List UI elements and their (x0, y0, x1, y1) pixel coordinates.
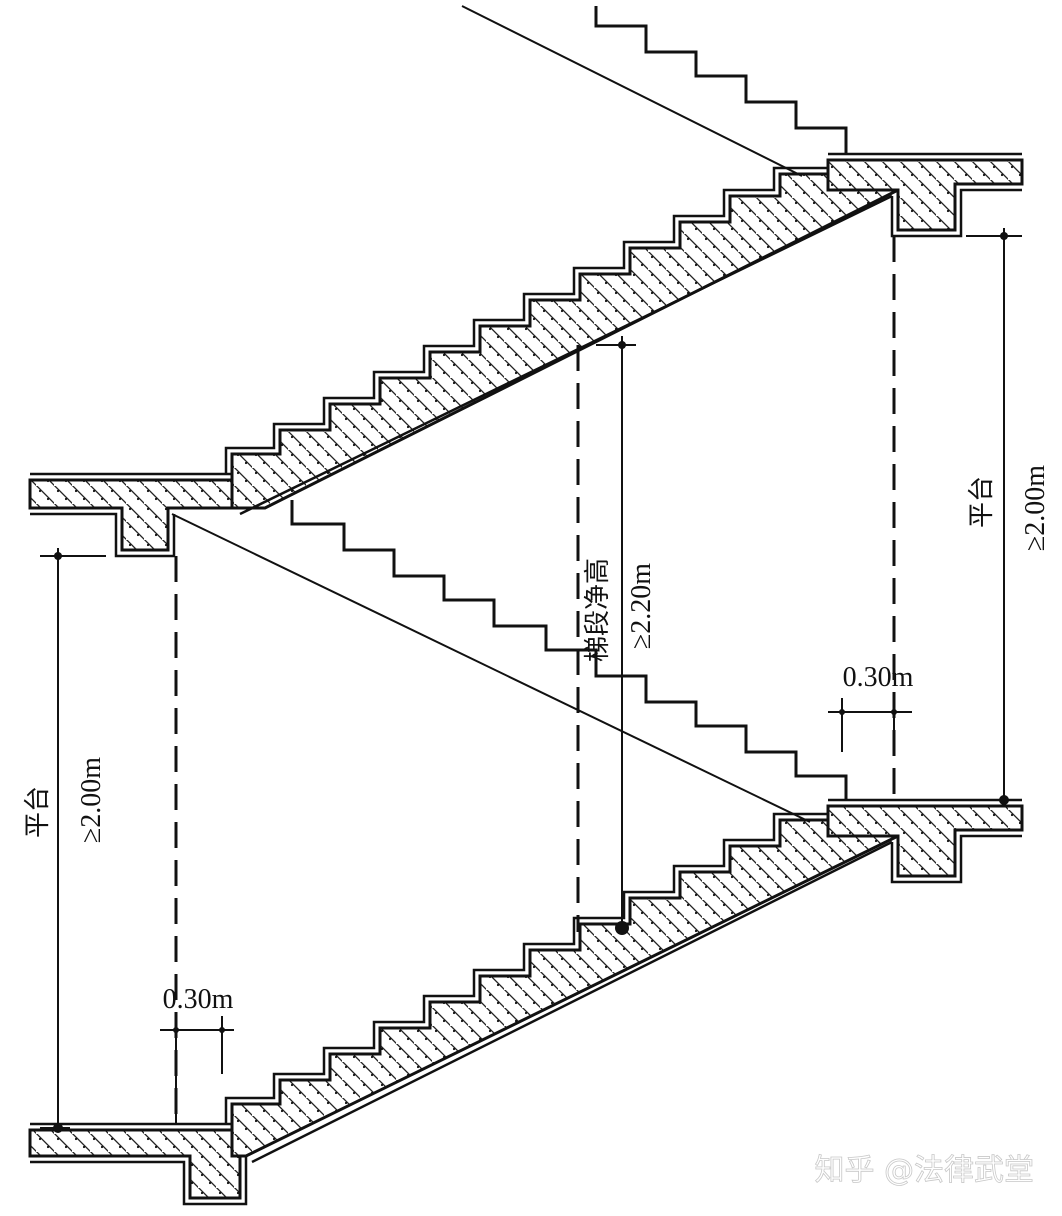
right-landing-value: ≥2.00m (1020, 465, 1051, 551)
stair-clearance-value: ≥2.20m (626, 563, 657, 649)
far-stair-upper-outline (461, 5, 848, 177)
right-landing-label: 平台 (967, 476, 997, 528)
stair-clearance-label: 梯段净高 (583, 558, 613, 662)
left-landing-value: ≥2.00m (76, 757, 107, 843)
bottom-landing-slab (28, 1122, 248, 1206)
left-landing-label: 平台 (23, 786, 53, 838)
far-stair-lower-outline (171, 500, 848, 823)
upper-flight (224, 166, 899, 516)
watermark: 知乎 @法律武堂 (814, 1153, 1034, 1188)
right-offset-label: 0.30m (843, 662, 914, 693)
dimension-lines (40, 228, 1022, 1129)
bottom-offset-label: 0.30m (163, 984, 234, 1015)
dimension-ticks (53, 232, 1009, 1133)
lower-flight (224, 812, 899, 1164)
middle-landing-slab (28, 472, 234, 558)
